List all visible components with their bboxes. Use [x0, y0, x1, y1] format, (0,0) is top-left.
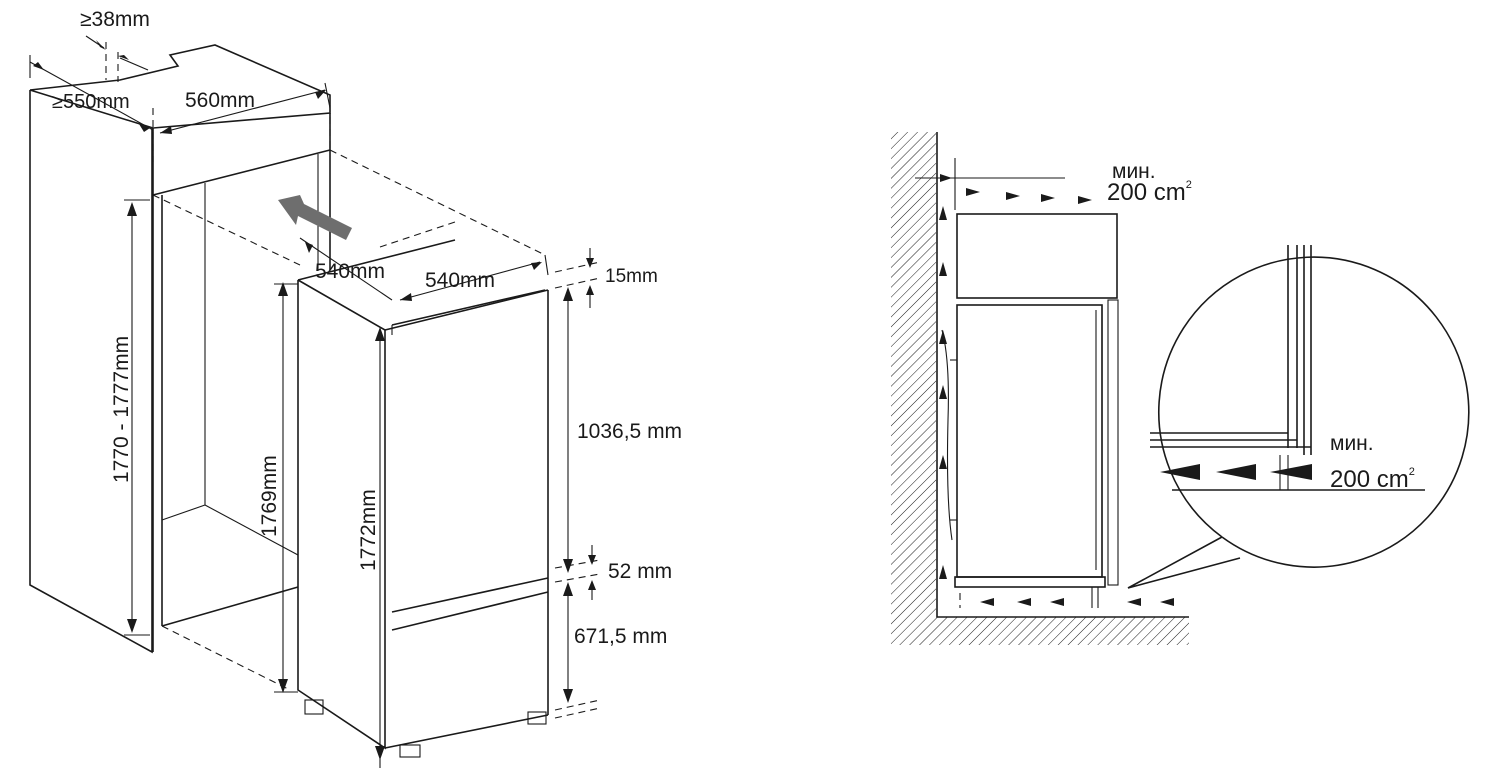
insertion-arrow [278, 195, 352, 240]
niche-height-label: 1770 - 1777mm [110, 336, 133, 483]
appliance-front-height-label: 1772mm [357, 489, 380, 571]
cabinet-section [915, 158, 1119, 608]
door-gap-label: 52 mm [608, 560, 672, 583]
top-vent-value: 200 cm2 [1107, 179, 1192, 206]
appliance-side-height-label: 1769mm [258, 455, 281, 537]
niche-width-label: 560mm [185, 89, 255, 112]
niche-depth-label: ≥550mm [52, 91, 130, 113]
top-clearance-label: 15mm [605, 266, 658, 287]
appliance-width-label: 540mm [425, 269, 495, 292]
appliance-depth-label: 540mm [315, 260, 385, 283]
back-gap-label: ≥38mm [80, 8, 150, 31]
airflow-arrows [939, 188, 1174, 608]
detail-magnifier [1127, 245, 1470, 589]
detail-vent-value: 200 cm2 [1330, 466, 1415, 493]
appliance-body [297, 239, 549, 758]
top-vent-label: мин. [1112, 160, 1156, 183]
dimension-lines [29, 35, 601, 768]
wall-section [891, 132, 1189, 645]
niche-cabinet [29, 42, 546, 691]
upper-door-height-label: 1036,5 mm [577, 420, 682, 443]
detail-vent-label: мин. [1330, 432, 1374, 455]
lower-door-height-label: 671,5 mm [574, 625, 667, 648]
